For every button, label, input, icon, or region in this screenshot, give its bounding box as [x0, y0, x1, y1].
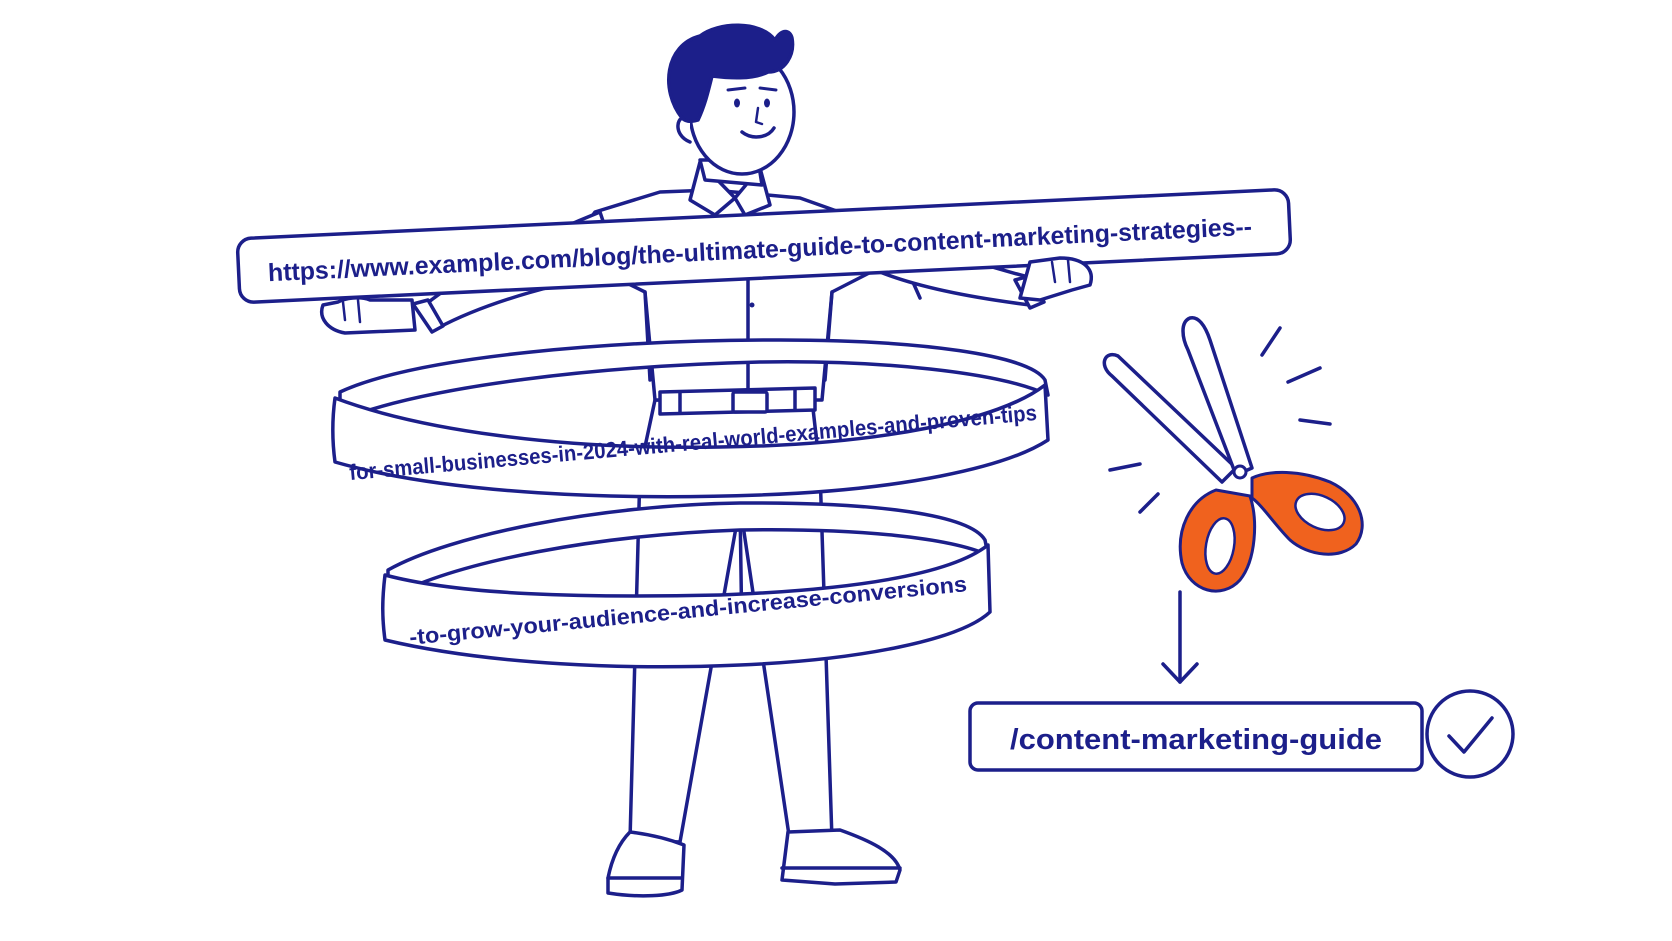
url-ring-middle	[331, 338, 1050, 499]
checkmark-circle-icon	[1425, 689, 1515, 779]
url-ring-bottom	[381, 501, 992, 669]
short-url-box	[968, 701, 1424, 772]
motion-lines	[1108, 326, 1332, 514]
arrow-down-icon	[1161, 590, 1199, 684]
person-head	[667, 23, 796, 187]
person-hands	[320, 256, 1093, 335]
short-url-text: /content-marketing-guide	[1010, 724, 1382, 756]
url-strip-top	[235, 188, 1293, 304]
scissors-icon	[1102, 316, 1364, 593]
left-shoe	[606, 830, 686, 898]
belt	[658, 386, 817, 416]
right-shoe	[780, 828, 902, 886]
